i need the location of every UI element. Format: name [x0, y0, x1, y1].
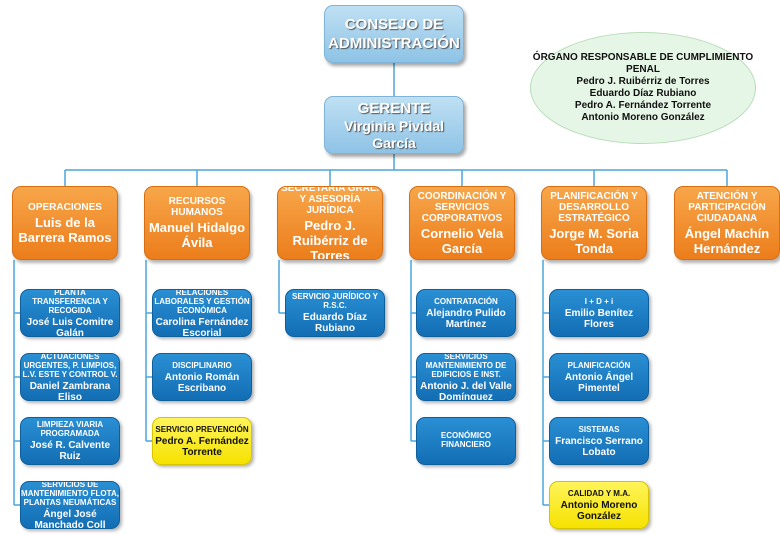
- unit-box: RELACIONES LABORALES Y GESTIÓN ECONÓMICA…: [152, 289, 252, 337]
- unit-box-person: Emilio Benítez Flores: [564, 307, 634, 330]
- department-box-title: OPERACIONES: [28, 201, 102, 213]
- unit-box-title: RELACIONES LABORALES Y GESTIÓN ECONÓMICA: [154, 289, 250, 315]
- unit-box-title: CALIDAD Y M.A.: [567, 488, 631, 498]
- unit-box-person: Eduardo Díaz Rubiano: [303, 312, 367, 334]
- unit-box-person: Carolina Fernández Escorial: [155, 316, 249, 337]
- unit-box-title: SISTEMAS: [578, 424, 620, 434]
- unit-box: SERVICIO JURÍDICO Y R.S.C. Eduardo Díaz R…: [285, 289, 385, 337]
- department-box-person: Cornelio Vela García: [420, 225, 504, 256]
- unit-box-person: Antonio Ángel Pimentel: [564, 371, 634, 394]
- unit-box-title: CONTRATACIÓN: [434, 296, 498, 306]
- compliance-member: Pedro A. Fernández Torrente: [574, 100, 712, 111]
- unit-box-title: PLANIFICACIÓN: [567, 360, 631, 370]
- unit-box-title: ECONÓMICO FINANCIERO: [440, 431, 492, 449]
- unit-box: ECONÓMICO FINANCIERO: [416, 417, 516, 465]
- compliance-title: ÓRGANO RESPONSABLE DE CUMPLIMIENTO PENAL: [532, 52, 754, 75]
- gerente-title: GERENTE: [357, 99, 431, 117]
- department-box-title: RECURSOS HUMANOS: [168, 196, 226, 218]
- unit-box: ACTUACIONES URGENTES, P. LIMPIOS, L.V. E…: [20, 353, 120, 401]
- unit-box: LIMPIEZA VIARIA PROGRAMADA José R. Calven…: [20, 417, 120, 465]
- unit-box-person: Francisco Serrano Lobato: [555, 435, 643, 458]
- department-box-title: COORDINACIÓN Y SERVICIOS CORPORATIVOS: [417, 190, 507, 224]
- gerente-box: GERENTE Virginia Pividal García: [324, 96, 464, 154]
- compliance-ellipse: ÓRGANO RESPONSABLE DE CUMPLIMIENTO PENAL…: [530, 32, 756, 144]
- unit-box-title: SERVICIOS DE MANTENIMIENTO FLOTA, PLANTA…: [21, 481, 119, 507]
- department-box-person: Luis de la Barrera Ramos: [18, 214, 112, 245]
- department-box-person: Pedro J. Ruibérriz de Torres: [292, 218, 368, 260]
- department-box-title: ATENCIÓN Y PARTICIPACIÓN CIUDADANA: [688, 190, 766, 224]
- gerente-name: Virginia Pividal García: [343, 117, 445, 151]
- compliance-member: Eduardo Díaz Rubiano: [589, 88, 697, 99]
- unit-box-title: ACTUACIONES URGENTES, P. LIMPIOS, L.V. E…: [22, 353, 118, 379]
- unit-box-person: José Luis Comitre Galán: [26, 316, 114, 337]
- unit-box-person: Alejandro Pulido Martínez: [426, 307, 506, 330]
- department-box-person: Jorge M. Soria Tonda: [549, 225, 639, 256]
- consejo-title: CONSEJO DE ADMINISTRACIÓN: [328, 16, 460, 52]
- unit-box-title: SERVICIO JURÍDICO Y R.S.C.: [292, 292, 378, 310]
- unit-box: SERVICIOS MANTENIMIENTO DE EDIFICIOS E I…: [416, 353, 516, 401]
- department-box-title: SECRETARÍA GRAL. Y ASESORÍA JURÍDICA: [281, 186, 379, 216]
- unit-box-person: Antonio J. del Valle Domínguez: [420, 380, 512, 401]
- unit-box-title: DISCIPLINARIO: [172, 360, 232, 370]
- unit-box-person: José R. Calvente Ruiz: [29, 440, 111, 462]
- unit-box-title: I + D + i: [584, 296, 614, 306]
- department-box-title: PLANIFICACIÓN Y DESARROLLO ESTRATÉGICO: [550, 190, 638, 224]
- unit-box-person: Antonio Román Escribano: [164, 371, 240, 394]
- department-box-person: Manuel Hidalgo Ávila: [148, 220, 246, 250]
- compliance-member: Pedro J. Ruibérriz de Torres: [576, 76, 710, 87]
- consejo-box: CONSEJO DE ADMINISTRACIÓN: [324, 5, 464, 63]
- unit-box-person: Ángel José Manchado Coll: [34, 508, 106, 529]
- unit-box-title: LIMPIEZA VIARIA PROGRAMADA: [36, 420, 104, 438]
- unit-box-person: Pedro A. Fernández Torrente: [155, 435, 249, 458]
- unit-box-title: SERVICIO PREVENCIÓN: [155, 424, 249, 434]
- unit-box-person: Daniel Zambrana Eliso: [29, 380, 111, 401]
- department-box-person: Ángel Machín Hernández: [684, 225, 770, 256]
- unit-box-person: Antonio Moreno González: [560, 499, 638, 522]
- unit-box-title: PLANTA TRANSFERENCIA Y RECOGIDA: [32, 289, 108, 315]
- compliance-member: Antonio Moreno González: [581, 112, 705, 123]
- unit-box: CALIDAD Y M.A.Antonio Moreno González: [549, 481, 649, 529]
- unit-box-title: SERVICIOS MANTENIMIENTO DE EDIFICIOS E I…: [425, 353, 507, 379]
- unit-box: SERVICIOS DE MANTENIMIENTO FLOTA, PLANTA…: [20, 481, 120, 529]
